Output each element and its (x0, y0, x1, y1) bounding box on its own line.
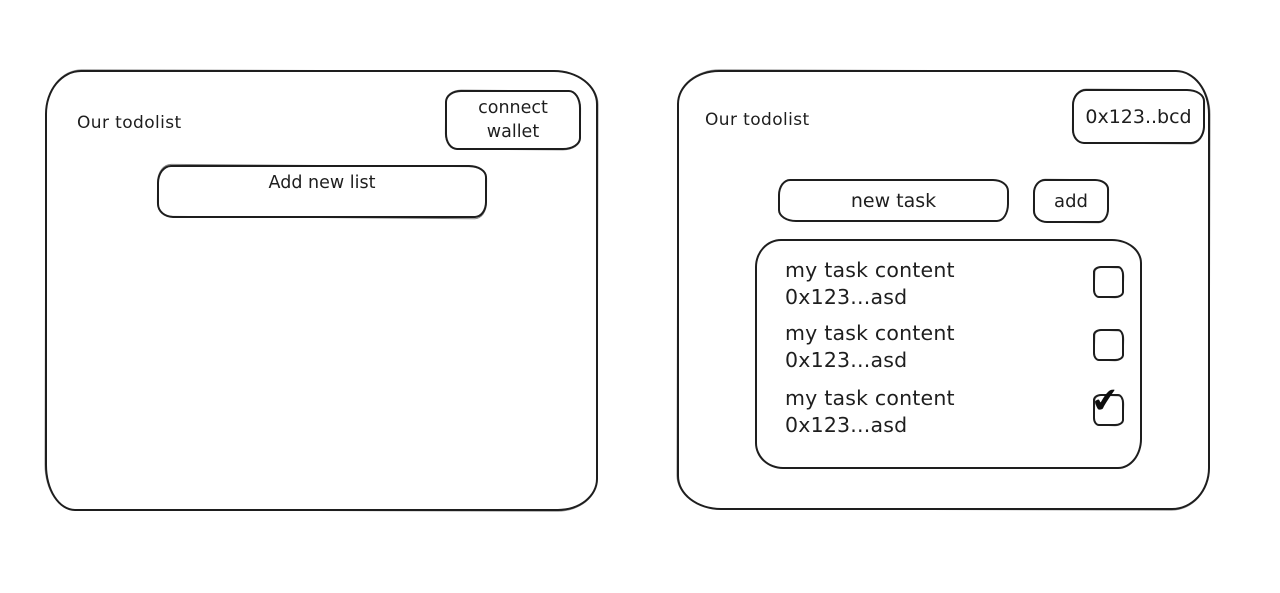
task-checkbox[interactable] (1093, 329, 1124, 361)
connect-wallet-label-line2: wallet (486, 122, 540, 142)
task-address: 0x123...asd (785, 348, 908, 372)
connect-wallet-button[interactable]: connect wallet (445, 90, 581, 150)
task-address: 0x123...asd (785, 285, 908, 309)
add-new-list-button[interactable]: Add new list (157, 165, 487, 218)
task-content: my task content (785, 321, 955, 345)
wallet-address-button[interactable]: 0x123..bcd (1072, 89, 1205, 144)
add-new-list-label: Add new list (268, 173, 376, 193)
app-title: Our todolist (77, 113, 182, 133)
checkmark-icon: ✔ (1088, 379, 1122, 423)
task-checkbox[interactable]: ✔ (1089, 380, 1124, 426)
task-checkbox[interactable] (1093, 266, 1124, 298)
connect-wallet-label-line1: connect (478, 98, 548, 118)
task-content: my task content (785, 386, 955, 410)
task-item: my task content 0x123...asd (785, 257, 1124, 315)
app-title: Our todolist (705, 110, 810, 130)
wallet-address-label: 0x123..bcd (1085, 105, 1192, 128)
task-address: 0x123...asd (785, 413, 908, 437)
task-item: my task content 0x123...asd (785, 320, 1124, 378)
add-task-button[interactable]: add (1033, 179, 1109, 223)
task-content: my task content (785, 258, 955, 282)
task-list: my task content 0x123...asd my task cont… (755, 239, 1142, 469)
todolist-panel-disconnected: Our todolist connect wallet Add new list (45, 70, 598, 511)
todolist-panel-connected: Our todolist 0x123..bcd add my task cont… (677, 70, 1210, 510)
add-task-label: add (1054, 190, 1088, 212)
new-task-input[interactable] (778, 179, 1009, 222)
task-item: my task content 0x123...asd ✔ (785, 380, 1124, 443)
